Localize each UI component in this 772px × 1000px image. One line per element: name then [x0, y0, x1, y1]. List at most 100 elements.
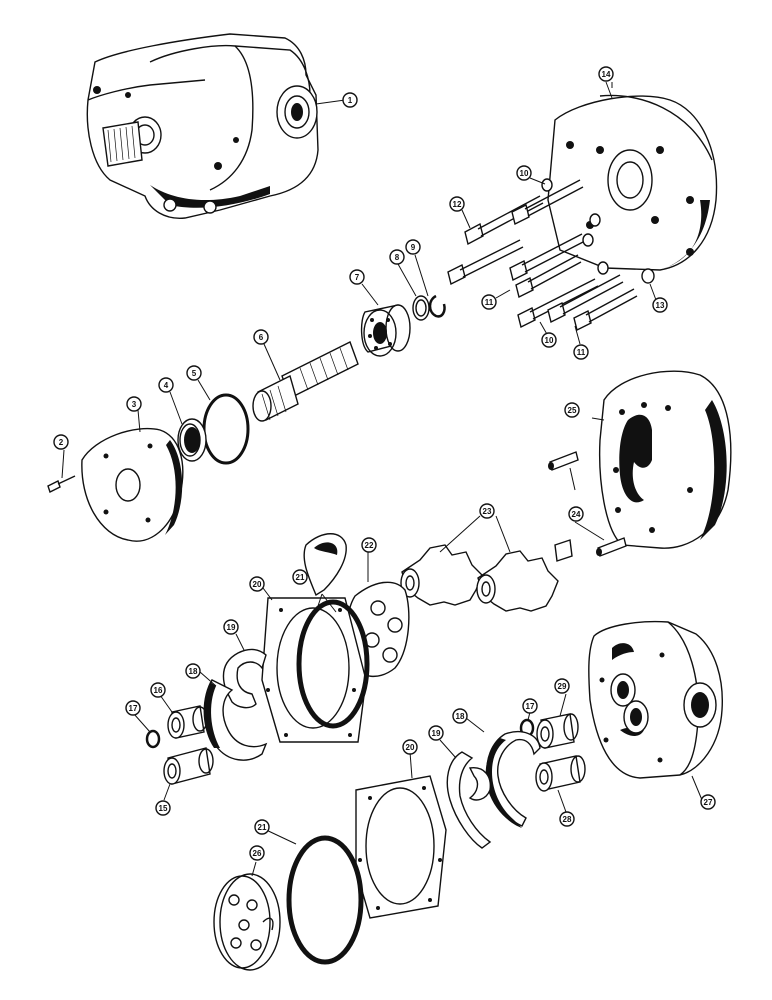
- left-bearings: [145, 705, 214, 785]
- callout-18-left: 18: [185, 663, 201, 679]
- callout-19-right: 19: [428, 725, 444, 741]
- callout-label: 21: [258, 823, 267, 832]
- callout-label: 12: [453, 200, 462, 209]
- callout-label: 5: [192, 369, 197, 378]
- callout-label: 20: [253, 580, 262, 589]
- wear-plate: [213, 873, 281, 971]
- callout-19-left: 19: [223, 619, 239, 635]
- front-seal-group: [47, 393, 250, 542]
- upper-gasket-group: [261, 533, 410, 743]
- callout-16: 16: [150, 682, 166, 698]
- callout-17-left: 17: [125, 700, 141, 716]
- drive-shaft: [252, 341, 359, 422]
- bolt-lower-c: [573, 288, 638, 332]
- callout-label: 19: [432, 729, 441, 738]
- callout-21-lower: 21: [254, 819, 270, 835]
- callout-29: 29: [554, 678, 570, 694]
- callout-label: 17: [526, 702, 535, 711]
- upper-seals: [203, 648, 268, 761]
- bolt-10-lower: [517, 278, 599, 329]
- callout-label: 17: [129, 704, 138, 713]
- callout-15: 15: [155, 800, 171, 816]
- port-housing: [588, 620, 723, 779]
- callout-label: 18: [189, 667, 198, 676]
- callout-label: 4: [164, 381, 169, 390]
- callout-label: 18: [456, 712, 465, 721]
- callout-5: 5: [186, 365, 202, 381]
- callout-10-upper: 10: [516, 165, 532, 181]
- assembled-pump: [86, 33, 346, 219]
- callout-24: 24: [568, 506, 584, 522]
- callout-label: 11: [485, 298, 494, 307]
- callout-label: 13: [656, 301, 665, 310]
- callout-label: 6: [259, 333, 264, 342]
- callout-label: 9: [411, 243, 416, 252]
- callout-8: 8: [389, 249, 405, 265]
- callout-11-upper: 11: [481, 294, 497, 310]
- callout-label: 29: [558, 682, 567, 691]
- callout-2: 2: [53, 434, 69, 450]
- callout-12: 12: [449, 196, 465, 212]
- bolt-11-lower: [547, 274, 624, 324]
- bolt-mid-a: [509, 233, 586, 282]
- callout-label: 2: [59, 438, 64, 447]
- callout-22: 22: [361, 537, 377, 553]
- callout-label: 23: [483, 507, 492, 516]
- callout-9: 9: [405, 239, 421, 255]
- bolt-11-upper: [447, 239, 524, 286]
- callout-11-lower: 11: [573, 344, 589, 360]
- callout-label: 10: [520, 169, 529, 178]
- callout-label: 3: [132, 400, 137, 409]
- cap-screws: [447, 178, 655, 332]
- callout-label: 20: [406, 743, 415, 752]
- callout-label: 7: [355, 273, 360, 282]
- callout-label: 16: [154, 686, 163, 695]
- callout-26: 26: [249, 845, 265, 861]
- bolt-10-upper: [511, 179, 584, 226]
- callout-4: 4: [158, 377, 174, 393]
- callout-label: 28: [563, 815, 572, 824]
- gear-housing: [548, 370, 732, 557]
- bolt-12: [464, 195, 544, 246]
- callout-label: 19: [227, 623, 236, 632]
- gear-pair: [400, 539, 573, 612]
- callout-label: 8: [395, 253, 400, 262]
- callout-label: 27: [704, 798, 713, 807]
- rear-cover: [547, 82, 718, 271]
- callout-label: 1: [348, 96, 353, 105]
- callout-label: 15: [159, 804, 168, 813]
- callout-6: 6: [253, 329, 269, 345]
- callout-label: 24: [572, 510, 581, 519]
- callout-21-upper: 21: [292, 569, 308, 585]
- callout-10-lower: 10: [541, 332, 557, 348]
- callout-23: 23: [479, 503, 495, 519]
- callout-27: 27: [700, 794, 716, 810]
- callout-label: 11: [577, 348, 586, 357]
- callout-20-lower: 20: [402, 739, 418, 755]
- callout-label: 14: [602, 70, 611, 79]
- callout-7: 7: [349, 269, 365, 285]
- callout-13: 13: [652, 297, 668, 313]
- callouts: 1 2 3 4 5 6 7 8 9 10 10 11 11 12 13 14 1…: [53, 66, 716, 861]
- callout-18-right: 18: [452, 708, 468, 724]
- callout-3: 3: [126, 396, 142, 412]
- callout-17-right: 17: [522, 698, 538, 714]
- callout-label: 26: [253, 849, 262, 858]
- callout-14: 14: [598, 66, 614, 82]
- bolt-mid-b: [515, 254, 582, 299]
- callout-1: 1: [342, 92, 358, 108]
- callout-label: 21: [296, 573, 305, 582]
- right-bearings: [519, 713, 586, 792]
- callout-28: 28: [559, 811, 575, 827]
- lower-o-ring: [286, 835, 364, 965]
- callout-label: 25: [568, 406, 577, 415]
- lower-gasket: [355, 775, 447, 919]
- callout-20-upper: 20: [249, 576, 265, 592]
- callout-label: 22: [365, 541, 374, 550]
- shaft-bearing-group: [360, 294, 446, 357]
- callout-25: 25: [564, 402, 580, 418]
- lower-seals: [446, 730, 541, 849]
- callout-label: 10: [545, 336, 554, 345]
